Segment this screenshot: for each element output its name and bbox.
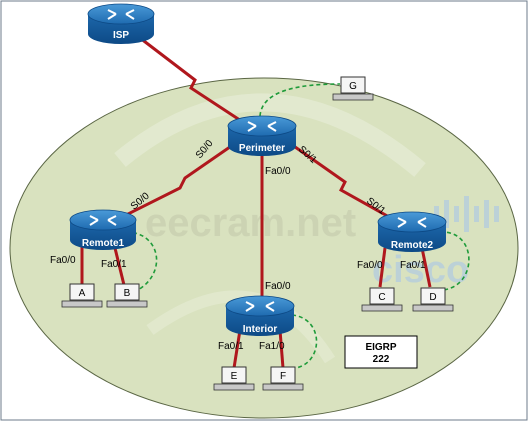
link-remote2-pcC [378,247,387,288]
if-interior-fa01: Fa0/1 [218,341,244,352]
router-interior[interactable]: Interior [225,295,295,336]
link-isp-perimeter [139,36,256,132]
link-perimeter-pcG [259,83,341,117]
if-remote2-fa00: Fa0/0 [357,260,383,271]
pc-label-e: E [231,371,238,382]
link-remote1-pcB [112,243,126,286]
if-remote1-fa00: Fa0/0 [50,255,76,266]
router-remote1[interactable]: Remote1 [69,209,137,250]
pc-label-b: B [124,288,131,299]
cisco-logo-text: cisco [372,249,469,291]
link-interior-pcF [278,329,285,369]
watermark-arc [114,93,426,177]
pc-d[interactable]: D [412,287,454,312]
cisco-logo: cisco [372,196,499,291]
if-remote2-fa01: Fa0/1 [400,260,426,271]
router-label-remote1: Remote1 [82,238,125,249]
if-interior-fa10: Fa1/0 [259,341,285,352]
if-perimeter-fa00: Fa0/0 [265,166,291,177]
router-label-remote2: Remote2 [391,240,434,251]
pc-label-d: D [429,292,436,303]
router-arrows-icon [89,215,117,226]
pc-f[interactable]: F [262,366,304,391]
eigrp-box-line1: EIGRP [365,342,396,353]
router-label-interior: Interior [243,324,278,335]
link-remote2-pcD [420,247,432,288]
router-label-isp: ISP [113,30,129,41]
pc-label-c: C [378,292,385,303]
router-arrows-icon [397,217,427,228]
pc-label-f: F [280,371,286,382]
router-arrows-icon [107,9,135,20]
router-remote2[interactable]: Remote2 [377,211,447,252]
loop-interior [291,314,318,369]
pc-c[interactable]: C [361,287,403,312]
pc-g[interactable]: G [332,76,374,101]
router-arrows-icon [245,301,275,312]
pc-e[interactable]: E [213,366,255,391]
eigrp-box: EIGRP 222 [344,335,418,369]
watermark-site: eecram.net [145,201,356,245]
if-interior-fa00: Fa0/0 [265,281,291,292]
pc-a[interactable]: A [61,283,103,308]
router-perimeter[interactable]: Perimeter [227,115,297,156]
router-arrows-icon [247,121,277,132]
pc-label-a: A [79,288,86,299]
pc-label-g: G [349,81,357,92]
router-label-perimeter: Perimeter [239,143,285,154]
eigrp-box-line2: 222 [373,354,390,365]
loop-remote2 [439,231,470,291]
pc-b[interactable]: B [106,283,148,308]
link-perimeter-remote1 [111,138,241,224]
network-area [9,77,519,419]
link-perimeter-remote2 [287,140,399,224]
if-remote1-fa01: Fa0/1 [101,259,127,270]
router-isp[interactable]: ISP [87,3,155,44]
link-interior-pcE [232,329,242,369]
